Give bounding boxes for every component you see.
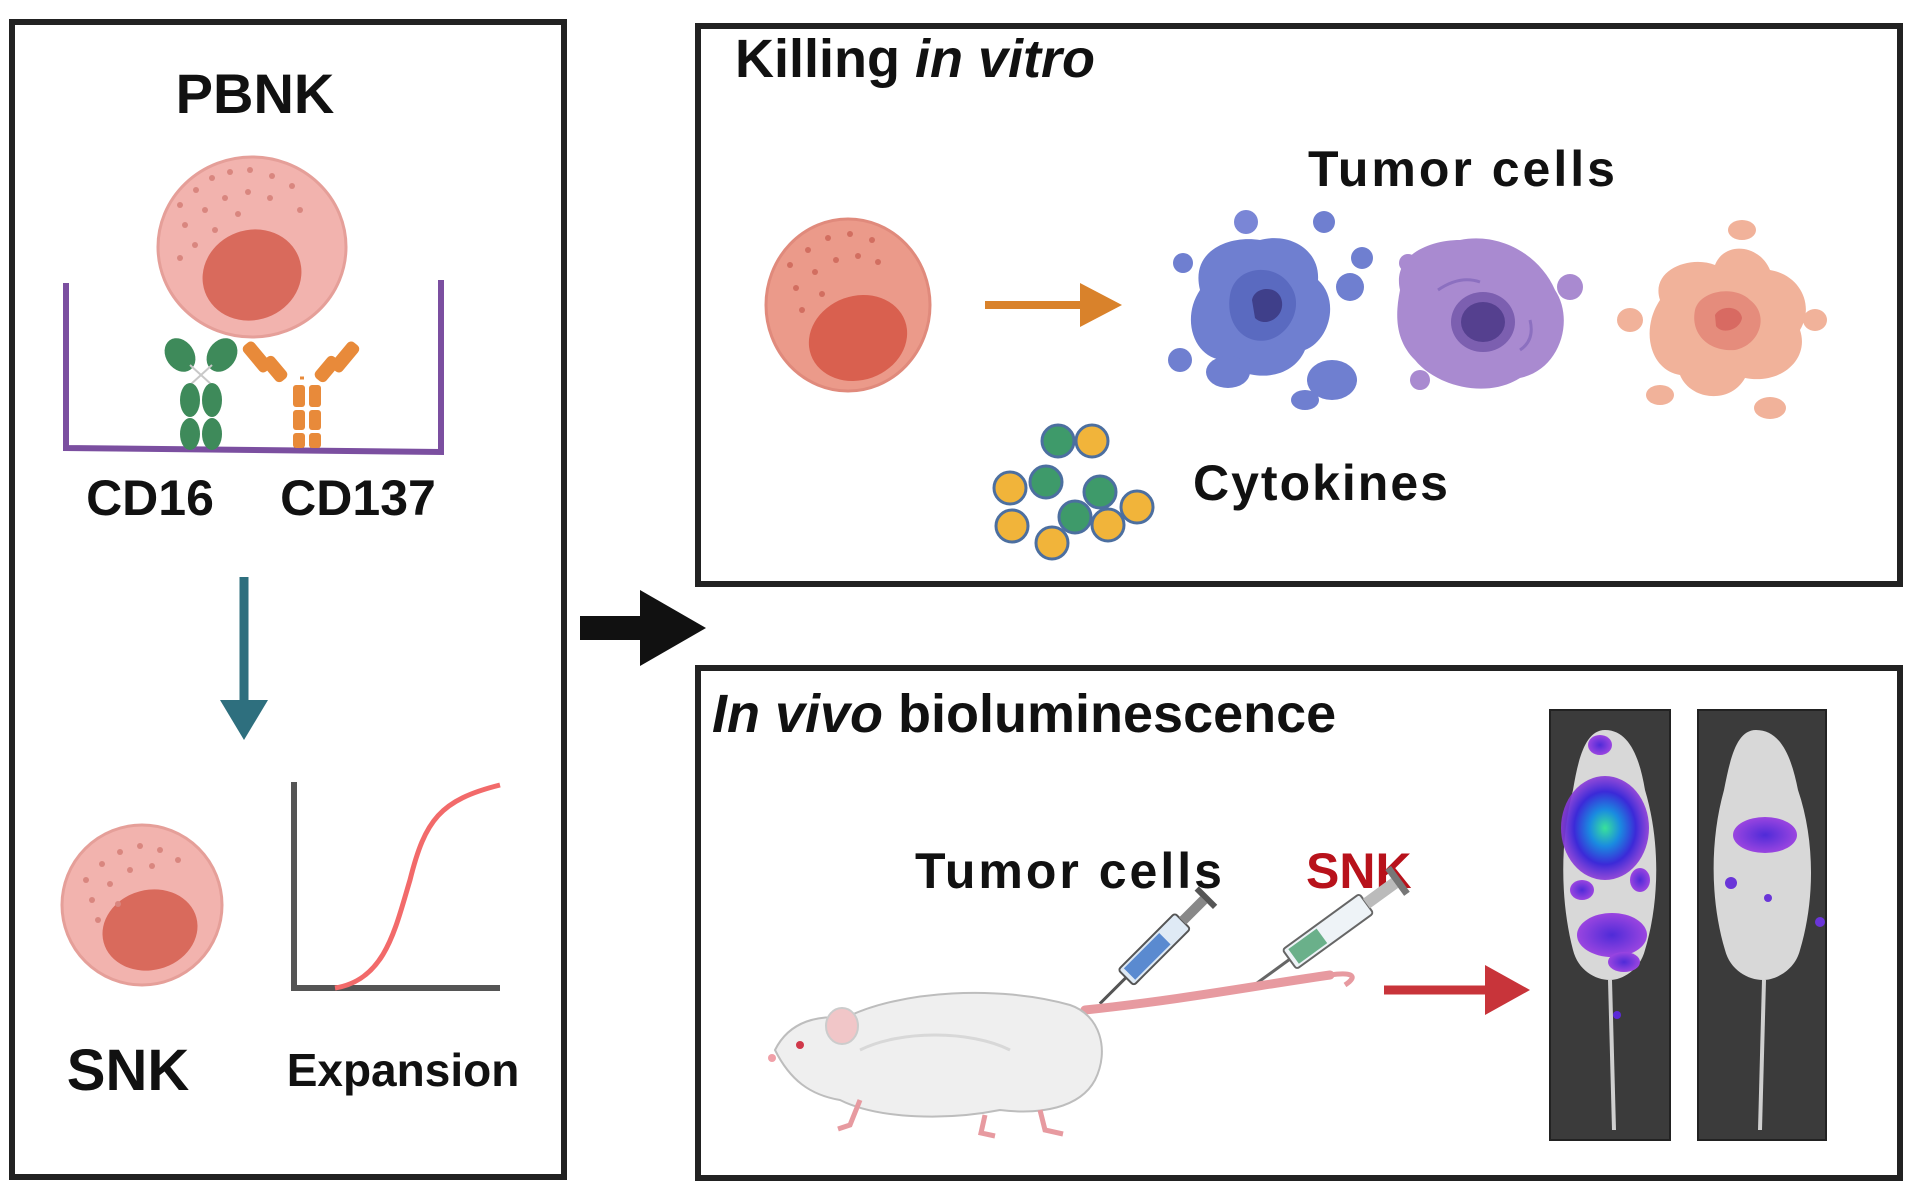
snk-label: SNK: [67, 1038, 190, 1103]
in-vivo-panel-frame: [695, 665, 1903, 1181]
left-panel-frame: [9, 19, 567, 1180]
culture-well-icon: [63, 280, 444, 456]
in-vivo-title-plain: bioluminescence: [883, 684, 1336, 744]
down-arrow-icon: [220, 577, 268, 740]
cd16-label: CD16: [86, 470, 214, 526]
center-arrow-icon: [580, 590, 706, 666]
nk-cell-icon-top: [764, 217, 932, 393]
tumor-cell-icon-3: [1617, 220, 1827, 419]
tumor-cell-icon-2: [1397, 238, 1583, 390]
syringe-icon-snk: [1254, 865, 1410, 986]
nk-cell-icon: [156, 155, 348, 339]
pbnk-title: PBNK: [176, 62, 335, 125]
left-panel: PBNK: [9, 19, 567, 1180]
cd16-antibody-icon: [164, 338, 238, 450]
tumor-cell-icon-1: [1168, 210, 1373, 410]
in-vivo-title-italic: In vivo: [712, 684, 883, 744]
bioluminescence-image-icon-1: [1549, 709, 1671, 1141]
in-vitro-title: Killing in vitro: [735, 29, 1095, 89]
tumor-cells-label-top: Tumor cells: [1308, 141, 1618, 197]
in-vitro-panel: Killing in vitro Tumor cells: [695, 23, 1903, 587]
orange-arrow-icon: [985, 283, 1122, 327]
cd137-antibody-icon: [242, 341, 360, 448]
cytokine-cluster-icon: [992, 423, 1155, 561]
plot-axes: [291, 782, 500, 991]
in-vivo-panel: In vivo bioluminescence Tumor cells SNK: [695, 665, 1903, 1181]
bioluminescence-image-icon-2: [1697, 709, 1827, 1141]
in-vitro-title-plain: Killing: [735, 29, 915, 89]
snk-cell-icon: [60, 823, 224, 987]
in-vitro-panel-frame: [695, 23, 1903, 587]
growth-curve: [334, 782, 501, 991]
cd137-label: CD137: [280, 470, 436, 526]
syringe-icon-tumor: [1098, 886, 1218, 1005]
cytokines-label: Cytokines: [1193, 455, 1450, 511]
in-vitro-title-italic: in vitro: [915, 29, 1095, 89]
snk-label-bottom: SNK: [1306, 843, 1412, 899]
in-vivo-title: In vivo bioluminescence: [712, 684, 1336, 744]
expansion-label: Expansion: [287, 1044, 520, 1096]
mouse-icon: [768, 970, 1355, 1139]
tumor-cells-label-bottom: Tumor cells: [915, 843, 1225, 899]
red-arrow-icon: [1384, 965, 1530, 1015]
expansion-plot: [291, 782, 501, 991]
